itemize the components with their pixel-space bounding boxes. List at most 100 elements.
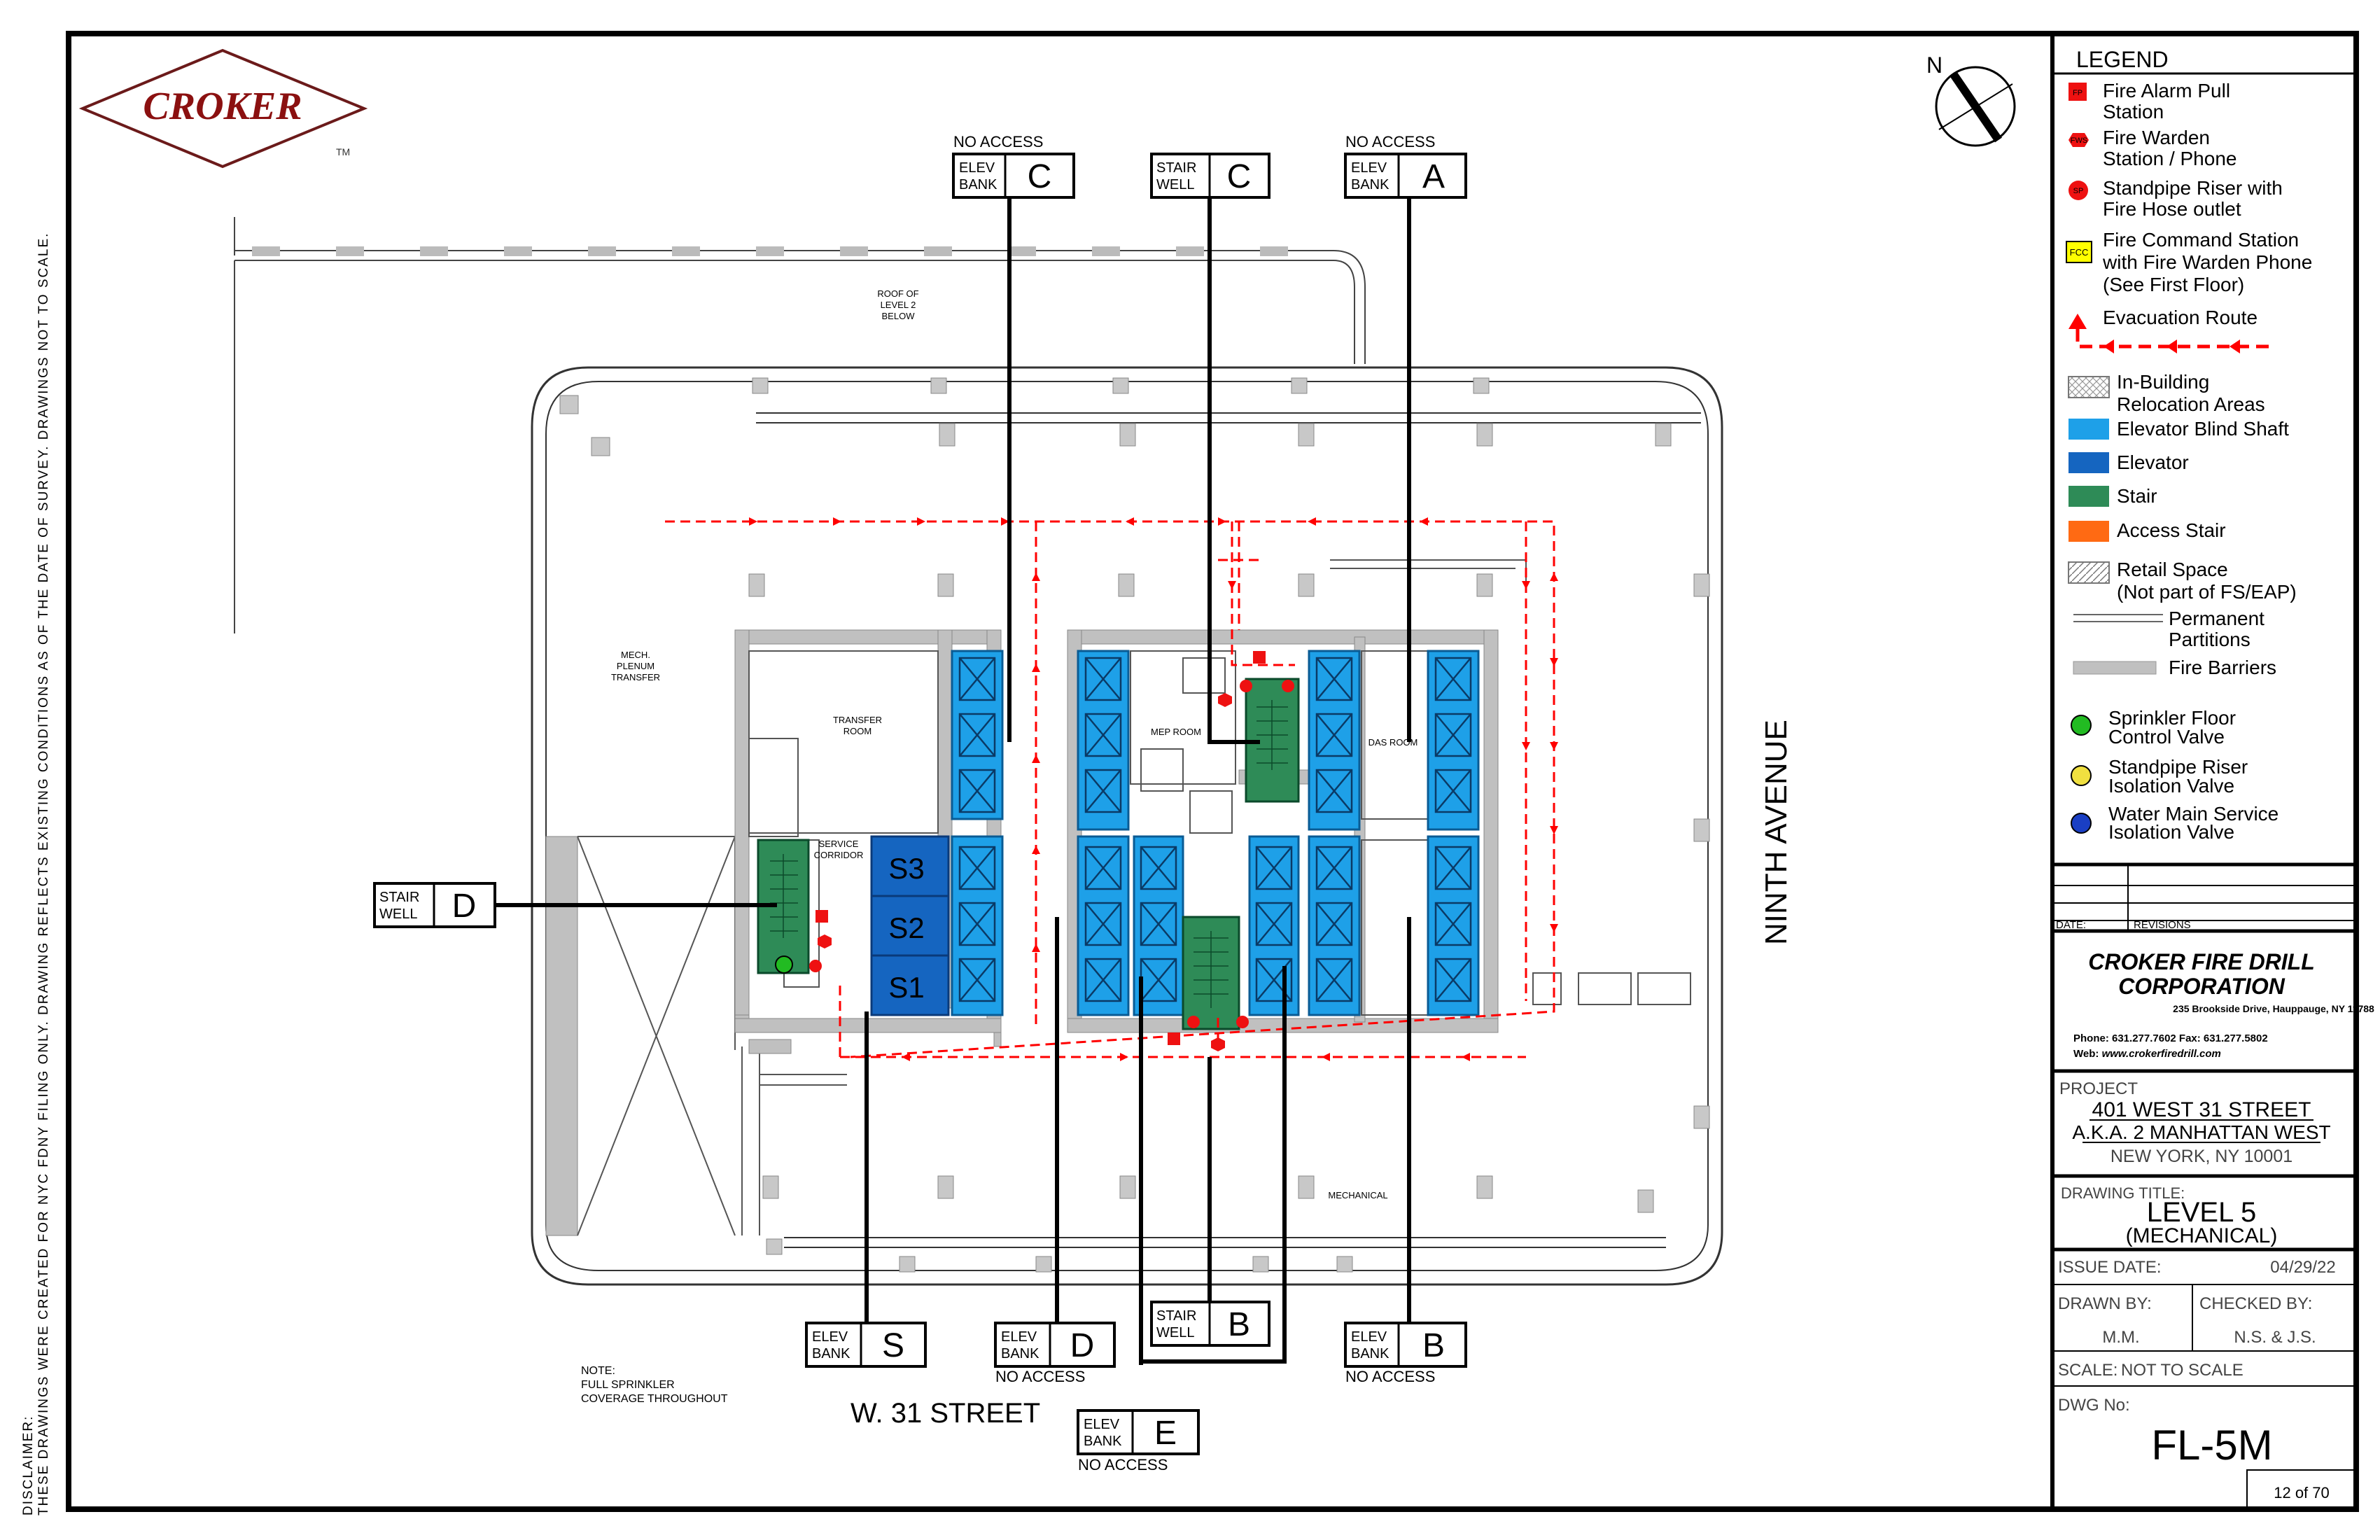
elev-b-small1: ELEV xyxy=(1351,1329,1387,1345)
legend-sprinkler-valve-icon xyxy=(2071,715,2092,736)
elevator-s3-label: S3 xyxy=(888,852,924,885)
legend-11-l1: Partitions xyxy=(2169,629,2250,650)
drawing-title-label: DRAWING TITLE: xyxy=(2061,1184,2185,1202)
callout-stair-well-b: STAIR WELL B xyxy=(1150,1301,1270,1347)
fire-alarm-pull-station-icon xyxy=(1168,1032,1180,1045)
elev-b-letter: B xyxy=(1422,1327,1445,1364)
elev-a-small1: ELEV xyxy=(1351,160,1387,176)
legend-12-l0: Fire Barriers xyxy=(2169,657,2276,678)
legend-title: LEGEND xyxy=(2076,47,2169,72)
legend-7-l0: Elevator xyxy=(2117,451,2189,473)
callout-elev-bank-a: NO ACCESS ELEV BANK A xyxy=(1344,133,1467,199)
mech-plenum-void xyxy=(577,836,736,1236)
legend-standpipe-isolation-icon xyxy=(2071,765,2092,786)
legend-4-l0: Evacuation Route xyxy=(2103,307,2258,328)
callout-elev-bank-c: NO ACCESS ELEV BANK C xyxy=(952,133,1075,199)
dwg-no-label: DWG No: xyxy=(2058,1396,2130,1415)
legend-fcc-icon xyxy=(2066,241,2092,263)
fire-alarm-pull-station-icon xyxy=(1253,651,1266,664)
croker-logo: CROKER TM xyxy=(78,48,368,169)
roof-level-2-outline xyxy=(234,217,1366,634)
room-labels: ROOF OF LEVEL 2 BELOW MECH. PLENUM TRANS… xyxy=(611,288,1418,1200)
legend-1-l0: Fire Warden xyxy=(2103,127,2210,148)
callout-stair-well-c: STAIR WELL C xyxy=(1150,153,1270,199)
elev-e-no-access: NO ACCESS xyxy=(1078,1456,1168,1474)
drawing-title-block: DRAWING TITLE: LEVEL 5 (MECHANICAL) xyxy=(2061,1184,2277,1247)
drawing-title-2: (MECHANICAL) xyxy=(2126,1224,2278,1247)
elev-c-no-access: NO ACCESS xyxy=(953,133,1043,150)
roof-mullions xyxy=(252,246,1288,256)
sheet-border xyxy=(66,31,2359,1512)
fire-warden-station-icon xyxy=(1211,1037,1225,1051)
legend-texts: Fire Alarm Pull Station Fire Warden Stat… xyxy=(2102,80,2312,843)
note-line-3: COVERAGE THROUGHOUT xyxy=(581,1393,728,1405)
elev-e-letter: E xyxy=(1154,1415,1177,1452)
elev-e-small2: BANK xyxy=(1084,1434,1122,1449)
drawn-by-label: DRAWN BY: xyxy=(2058,1294,2152,1313)
elev-a-small2: BANK xyxy=(1351,177,1390,192)
legend-5-l0: In-Building xyxy=(2117,371,2209,393)
project-line-1: 401 WEST 31 STREET xyxy=(2092,1098,2311,1121)
transfer-room-label-2: ROOM xyxy=(844,726,872,736)
legend-13-l1: Control Valve xyxy=(2108,726,2225,748)
elev-c-small2: BANK xyxy=(959,177,997,192)
legend-13-l0: Sprinkler Floor xyxy=(2108,707,2236,729)
company-phone: Phone: 631.277.7602 Fax: 631.277.5802 xyxy=(2073,1032,2268,1044)
legend-11-l0: Permanent xyxy=(2169,608,2264,629)
legend-elevator-icon xyxy=(2068,452,2109,473)
company-web[interactable]: www.crokerfiredrill.com xyxy=(2102,1048,2221,1060)
legend-3-l1: with Fire Warden Phone xyxy=(2102,251,2312,273)
elev-d-small1: ELEV xyxy=(1001,1329,1037,1345)
stair-b-small1: STAIR xyxy=(1156,1308,1196,1324)
legend-fcc-icon-text: FCC xyxy=(2070,247,2089,258)
company-name-1: CROKER FIRE DRILL xyxy=(2088,949,2315,974)
legend-1-l1: Station / Phone xyxy=(2103,148,2236,169)
callout-elev-bank-e: ELEV BANK E NO ACCESS xyxy=(1077,1409,1200,1474)
project-line-2: A.K.A. 2 MANHATTAN WEST xyxy=(2072,1121,2330,1143)
legend-retail-icon xyxy=(2068,561,2110,584)
roof-label-2: LEVEL 2 xyxy=(881,300,916,310)
elev-d-small2: BANK xyxy=(1001,1346,1040,1362)
stair-d-small1: STAIR xyxy=(379,890,419,905)
street-ninth-avenue: NINTH AVENUE xyxy=(1759,720,1793,945)
stair-b-small2: WELL xyxy=(1156,1325,1194,1340)
roof-label-1: ROOF OF xyxy=(877,288,918,299)
service-elevators: S3 S2 S1 xyxy=(870,835,950,1016)
legend-10-l0: Retail Space xyxy=(2117,559,2228,580)
title-block: LEGEND FP FWS SP FCC Fire Alarm Pull xyxy=(2052,47,2374,1510)
callout-stair-well-d: STAIR WELL D xyxy=(373,882,496,928)
legend-3-l2: (See First Floor) xyxy=(2103,274,2244,295)
stair-d-letter: D xyxy=(452,888,477,925)
mechanical-label: MECHANICAL xyxy=(1328,1190,1387,1200)
logo-tm: TM xyxy=(336,146,350,158)
stair-c-small2: WELL xyxy=(1156,177,1194,192)
callout-elev-bank-d: ELEV BANK D NO ACCESS xyxy=(994,1322,1116,1385)
sprinkler-control-valve-icon xyxy=(775,955,793,974)
standpipe-riser-icon xyxy=(1236,1016,1249,1028)
callout-leader-lines xyxy=(496,197,1411,1365)
legend-sp-icon-text: SP xyxy=(2073,187,2084,195)
legend-6-l0: Elevator Blind Shaft xyxy=(2117,418,2289,440)
mech-label-2: PLENUM xyxy=(617,661,654,671)
legend-evacuation-icon xyxy=(2068,314,2275,354)
compass-n-label: N xyxy=(1926,52,1942,78)
company-address: 235 Brookside Drive, Hauppauge, NY 11788 xyxy=(2173,1003,2374,1014)
project-block: PROJECT 401 WEST 31 STREET A.K.A. 2 MANH… xyxy=(2059,1079,2331,1166)
legend-0-l0: Fire Alarm Pull xyxy=(2103,80,2230,102)
sprinkler-note: NOTE: FULL SPRINKLER COVERAGE THROUGHOUT xyxy=(581,1365,728,1405)
building-perimeter xyxy=(531,366,1723,1286)
roof-label-3: BELOW xyxy=(882,311,916,321)
street-w31: W. 31 STREET xyxy=(850,1398,1040,1429)
note-line-2: FULL SPRINKLER xyxy=(581,1379,675,1391)
legend-access-stair-icon xyxy=(2068,521,2109,542)
service-corridor-label-1: SERVICE xyxy=(819,839,859,849)
elev-s-small2: BANK xyxy=(812,1346,850,1362)
fire-safety-devices xyxy=(775,651,1294,1051)
issue-date-label: ISSUE DATE: xyxy=(2058,1258,2162,1277)
legend-2-l0: Standpipe Riser with xyxy=(2103,177,2283,199)
standpipe-riser-icon xyxy=(1187,1016,1200,1028)
service-corridor-label-2: CORRIDOR xyxy=(814,850,864,860)
revisions-date-label: DATE: xyxy=(2056,919,2086,931)
company-web-label: Web: xyxy=(2073,1048,2102,1060)
project-line-3: NEW YORK, NY 10001 xyxy=(2110,1147,2292,1166)
